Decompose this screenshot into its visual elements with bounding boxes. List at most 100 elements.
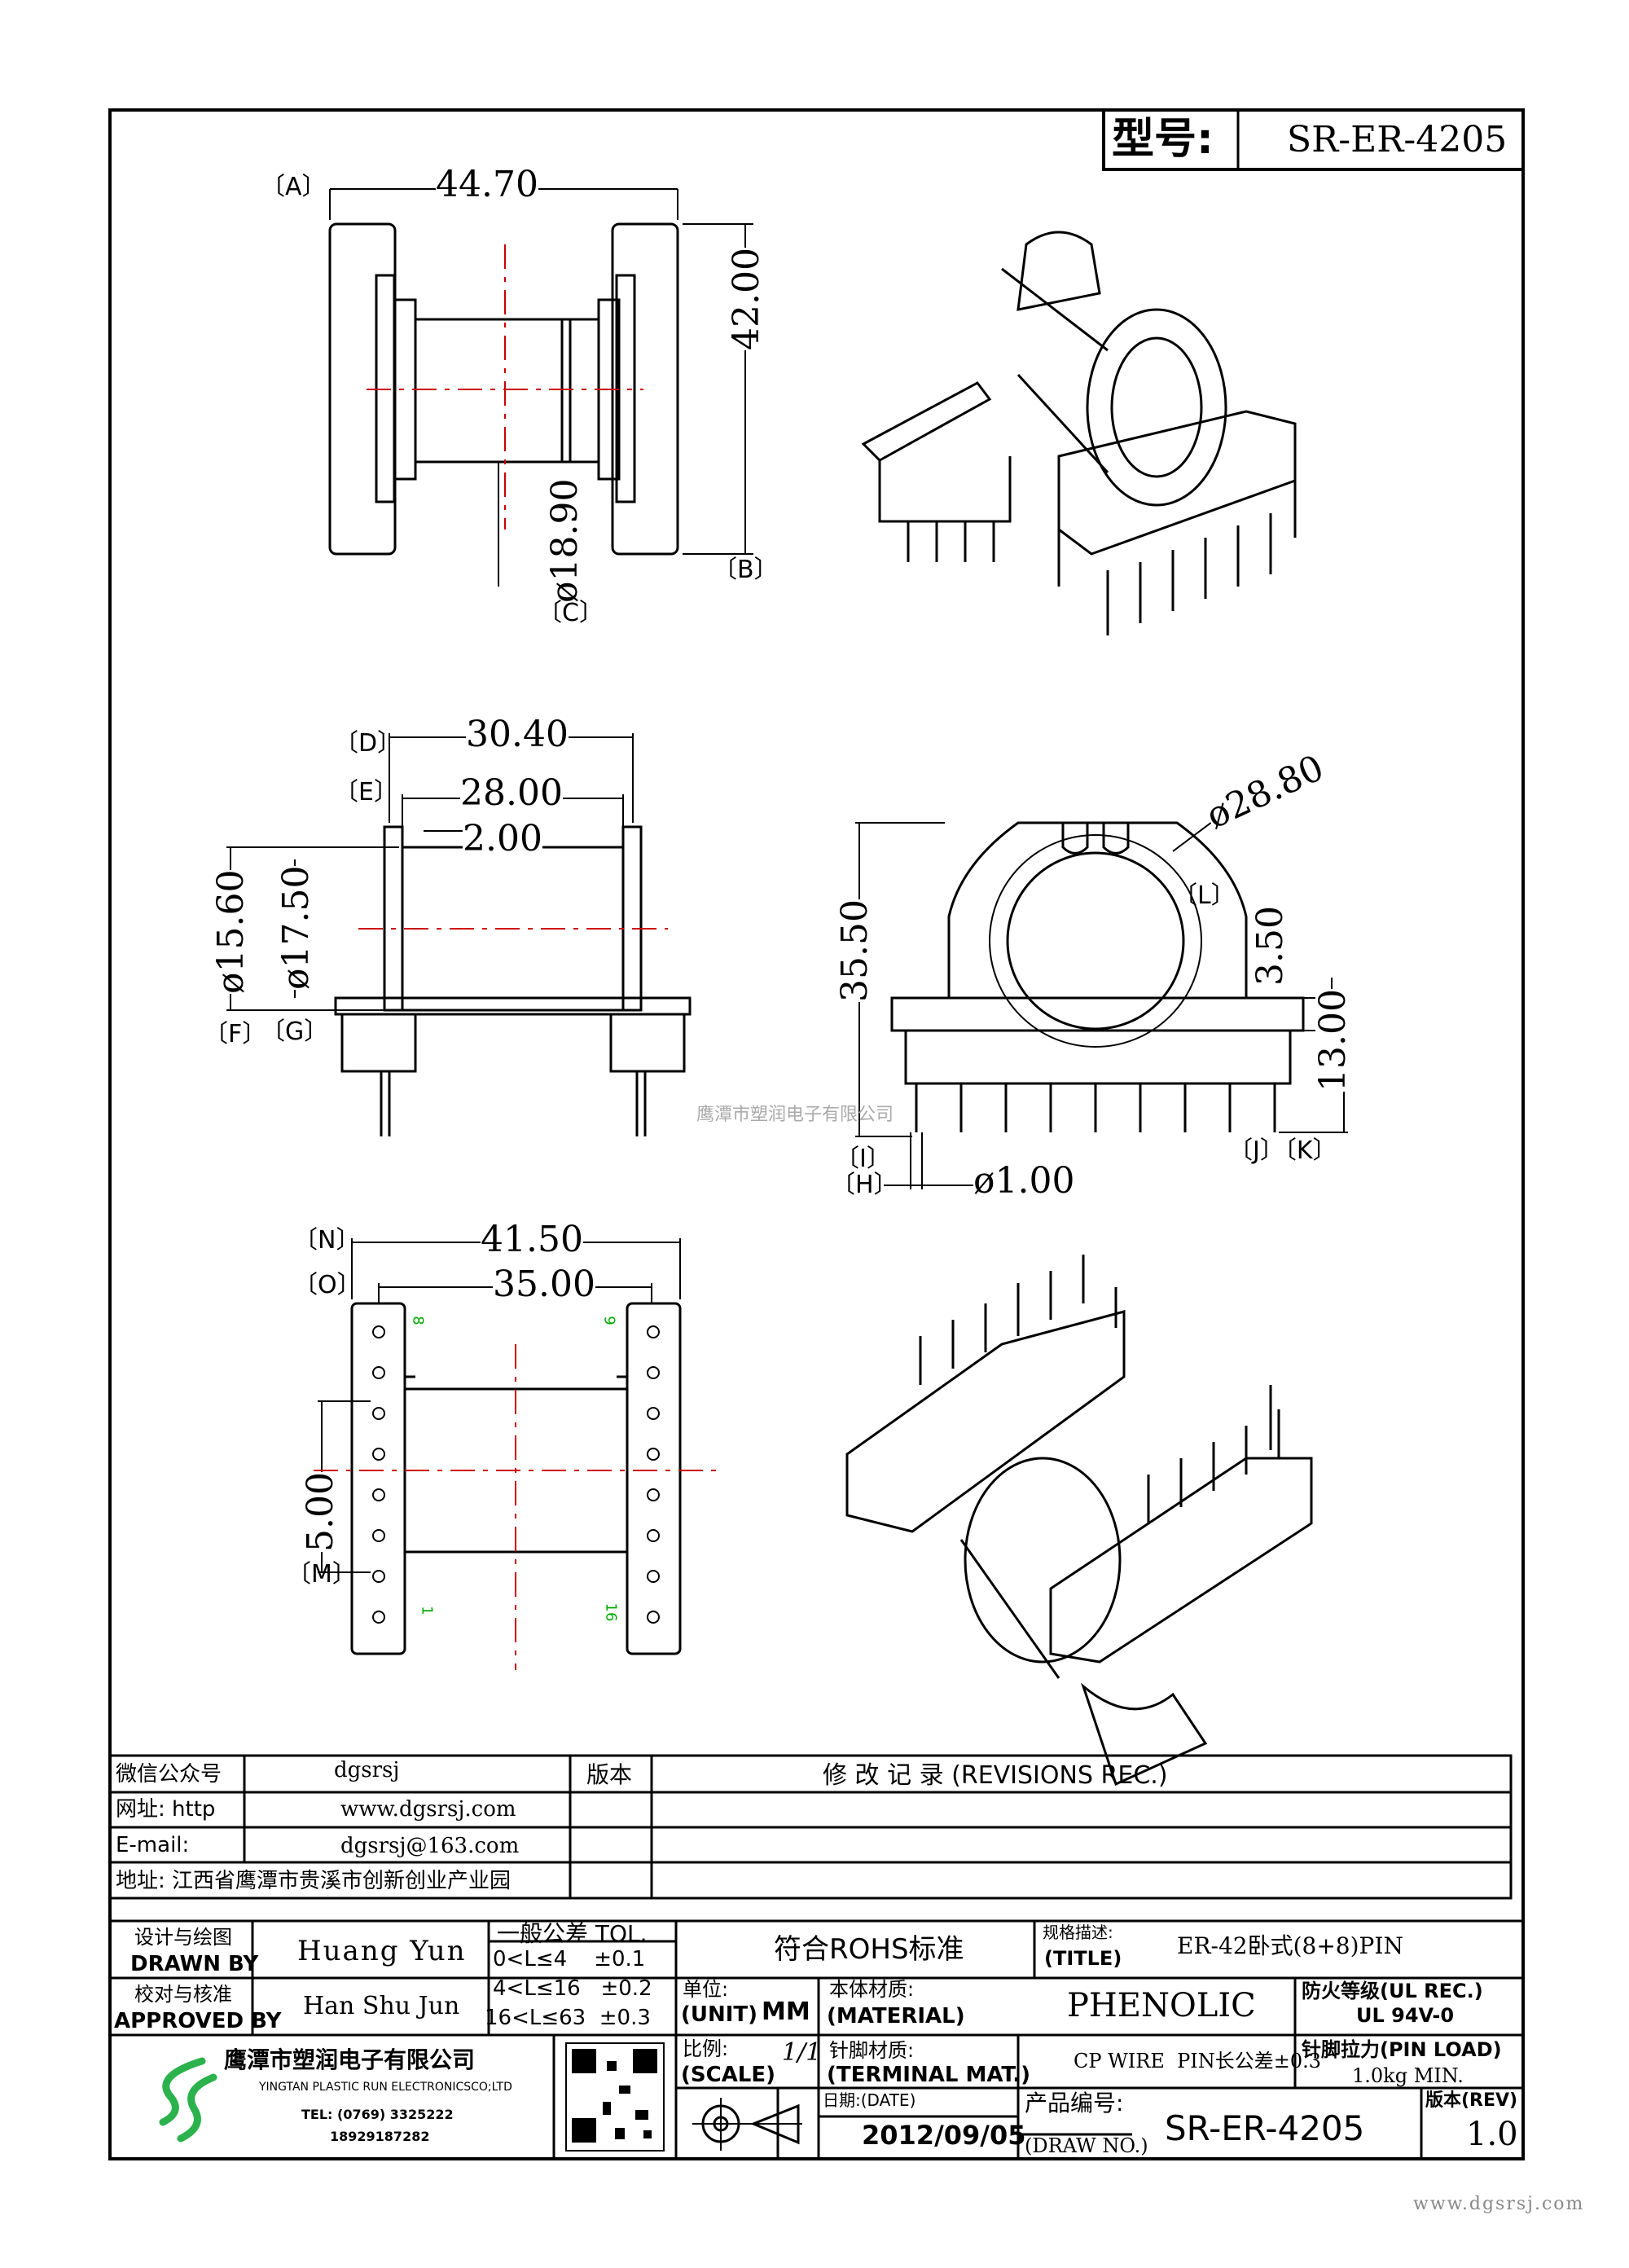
material-en: (MATERIAL)	[827, 2004, 965, 2028]
dimension-g: ø17.50	[275, 865, 317, 990]
ref-label-d: 〔D〕	[334, 729, 402, 758]
revision-label: 版本(REV)	[1425, 2090, 1518, 2111]
revisions-title: 修 改 记 录 (REVISIONS REC.)	[823, 1761, 1168, 1790]
iso-view-2	[845, 1255, 1313, 1787]
dimension-e2: 2.00	[463, 818, 542, 859]
email-value[interactable]: dgsrsj@163.com	[340, 1834, 520, 1858]
tolerance-title: 一般公差 TOL.	[497, 1920, 648, 1947]
wechat-label: 微信公众号	[116, 1762, 222, 1787]
pin-number-16: 16	[602, 1602, 620, 1622]
front-view	[855, 814, 1348, 1189]
drawn-by-cn: 设计与绘图	[134, 1926, 232, 1949]
web-label: 网址: http	[116, 1797, 216, 1822]
model-label: 型号:	[1112, 115, 1214, 164]
approved-by-en: APPROVED BY	[114, 2009, 282, 2033]
unit-value: MM	[762, 1998, 810, 2026]
ul-rating-value: UL 94V-0	[1356, 2004, 1455, 2027]
draw-number-cn: 产品编号:	[1025, 2090, 1124, 2116]
date-label: 日期:(DATE)	[823, 2090, 916, 2110]
dimension-c: ø18.90	[544, 478, 586, 603]
scale-value: 1/1	[782, 2038, 822, 2067]
tolerance-row-2: 4<L≤16 ±0.2	[493, 1976, 652, 2001]
ref-label-c: 〔C〕	[538, 599, 604, 627]
dimension-h: ø1.00	[973, 1160, 1075, 1202]
ref-label-h: 〔H〕	[831, 1171, 898, 1199]
ref-label-f: 〔F〕	[204, 1020, 267, 1048]
ref-label-m: 〔M〕	[287, 1560, 357, 1589]
ref-label-jk: 〔J〕〔K〕	[1228, 1136, 1337, 1165]
rohs-compliance: 符合ROHS标准	[774, 1933, 964, 1966]
dimension-a: 44.70	[436, 164, 538, 205]
terminal-en: (TERMINAL MAT.)	[827, 2063, 1030, 2087]
model-value: SR-ER-4205	[1287, 119, 1508, 160]
material-cn: 本体材质:	[829, 1978, 915, 2001]
ul-rating-label: 防火等级(UL REC.)	[1302, 1980, 1483, 2002]
approved-by-name: Han Shu Jun	[303, 1992, 460, 2020]
terminal-cn: 针脚材质:	[829, 2039, 915, 2062]
scale-en: (SCALE)	[681, 2063, 776, 2087]
dimension-e: 28.00	[460, 772, 563, 814]
wechat-value: dgsrsj	[334, 1758, 400, 1782]
title-block	[110, 1919, 1523, 2159]
unit-en: (UNIT)	[681, 2002, 758, 2027]
ref-label-o: 〔O〕	[293, 1271, 362, 1299]
qr-code	[565, 2042, 665, 2152]
dimension-o: 35.00	[493, 1264, 595, 1305]
spec-en: (TITLE)	[1044, 1947, 1122, 1970]
terminal-value: CP WIRE PIN长公差±0.3	[1074, 2050, 1322, 2072]
ref-label-b: 〔B〕	[713, 556, 779, 584]
company-phone: 18929187282	[330, 2129, 430, 2144]
date-value: 2012/09/05	[862, 2120, 1026, 2151]
ref-label-e: 〔E〕	[334, 778, 398, 807]
revision-value: 1.0	[1466, 2116, 1518, 2153]
sheet-border	[108, 108, 1525, 2160]
email-label: E-mail:	[116, 1833, 190, 1857]
web-value[interactable]: www.dgsrsj.com	[340, 1797, 516, 1822]
watermark-text: 鹰潭市塑润电子有限公司	[696, 1105, 894, 1125]
ref-label-n: 〔N〕	[293, 1226, 361, 1255]
approved-by-cn: 校对与核准	[134, 1983, 232, 2006]
projection-symbol-icon	[692, 2098, 802, 2151]
company-tel: TEL: (0769) 3325222	[301, 2107, 454, 2122]
footer-url[interactable]: www.dgsrsj.com	[1413, 2194, 1585, 2214]
dimension-d: 30.40	[466, 714, 569, 755]
top-view	[328, 188, 753, 587]
company-name-en: YINGTAN PLASTIC RUN ELECTRONICSCO;LTD	[259, 2081, 512, 2094]
drawn-by-en: DRAWN BY	[130, 1952, 259, 1976]
pin-number-9: 9	[600, 1316, 618, 1325]
ref-label-i: 〔I〕	[835, 1145, 891, 1173]
tolerance-row-3: 16<L≤63 ±0.3	[485, 2006, 651, 2030]
dimension-n: 41.50	[481, 1219, 583, 1260]
qr-code-pattern	[572, 2049, 657, 2143]
dimension-m: 5.00	[300, 1472, 341, 1552]
company-logo-icon	[159, 2057, 217, 2143]
address-text: 地址: 江西省鹰潭市贵溪市创新创业产业园	[116, 1869, 512, 1893]
ref-label-g: 〔G〕	[261, 1018, 329, 1046]
dimension-f: ø15.60	[210, 869, 252, 994]
draw-number-value: SR-ER-4205	[1165, 2108, 1365, 2148]
iso-view-1	[861, 231, 1297, 635]
dimension-b: 42.00	[726, 248, 767, 350]
pin-number-1: 1	[418, 1606, 436, 1615]
model-box	[1102, 108, 1525, 171]
ref-label-l: 〔L〕	[1173, 881, 1236, 910]
spec-cn: 规格描述:	[1043, 1923, 1113, 1942]
scale-cn: 比例:	[683, 2037, 729, 2060]
unit-cn: 单位:	[683, 1978, 729, 2001]
dimension-j: 3.50	[1249, 906, 1291, 986]
spec-value: ER-42卧式(8+8)PIN	[1177, 1932, 1403, 1959]
pin-load-label: 针脚拉力(PIN LOAD)	[1302, 2038, 1502, 2061]
dimension-k: 13.00	[1312, 989, 1354, 1092]
bottom-view-pin-slots	[372, 1325, 660, 1624]
dimension-i: 35.50	[834, 899, 876, 1002]
drawn-by-name: Huang Yun	[297, 1935, 467, 1967]
info-table	[108, 1754, 1513, 1900]
company-name-cn: 鹰潭市塑润电子有限公司	[224, 2046, 476, 2073]
version-label: 版本	[586, 1761, 633, 1788]
pin-number-8: 8	[409, 1316, 427, 1325]
tolerance-row-1: 0<L≤4 ±0.1	[493, 1947, 646, 1971]
top-view-centerlines	[367, 244, 643, 530]
ref-label-a: 〔A〕	[261, 173, 327, 201]
